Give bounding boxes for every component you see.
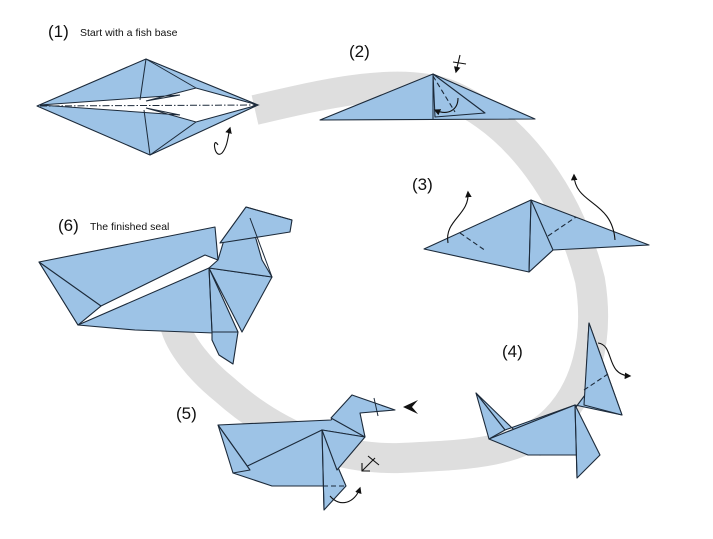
seal-tail: [38, 261, 102, 326]
valley-fold-line: [432, 75, 456, 113]
push-arrow-icon: [403, 400, 418, 414]
step-5-figure: [217, 394, 418, 511]
crease-line: [373, 397, 379, 417]
repeat-marker-icon: [361, 455, 380, 472]
step-3-number: (3): [412, 175, 433, 194]
valley-fold-line: [459, 232, 487, 252]
step5-chest: [321, 429, 366, 471]
crease-line: [574, 404, 578, 479]
step4-flipper: [574, 404, 601, 479]
step-2-number: (2): [349, 42, 370, 61]
valley-fold-line: [547, 216, 577, 237]
crease-line: [249, 217, 273, 278]
inner-flap: [432, 73, 486, 118]
crease-line: [145, 58, 197, 89]
crease-line: [143, 109, 151, 156]
crease-line: [208, 267, 213, 333]
curved-arrow-icon: [213, 126, 232, 155]
crease-line: [245, 206, 293, 221]
curved-arrow-icon: [570, 173, 616, 241]
crease-line: [149, 121, 197, 156]
step-6-caption: The finished seal: [90, 221, 170, 233]
step-4-figure: [475, 322, 632, 479]
step-5-number: (5): [176, 404, 197, 423]
step-1-number: (1): [48, 22, 69, 41]
step4-neck: [583, 322, 623, 416]
repeat-marker-icon: [452, 54, 467, 74]
curved-arrow-icon: [329, 486, 362, 504]
triangle-body: [319, 73, 536, 121]
step-6-number: (6): [58, 216, 79, 235]
step4-tail: [475, 392, 506, 440]
curved-arrow-icon: [597, 342, 632, 380]
step-1-caption: Start with a fish base: [80, 27, 178, 39]
valley-fold-line: [583, 373, 609, 391]
crease-line: [321, 429, 325, 511]
crease-line: [528, 199, 532, 273]
step-4-number: (4): [502, 342, 523, 361]
seal-flipper: [211, 331, 239, 365]
curved-arrow-icon: [447, 190, 472, 244]
mountain-fold-line: [39, 104, 257, 107]
step5-tail: [217, 424, 251, 474]
step-2-figure: [319, 54, 536, 121]
crease-line: [139, 58, 147, 101]
step-3-figure: [423, 173, 650, 273]
curved-arrow-icon: [433, 97, 459, 116]
step-6-figure: [38, 206, 293, 365]
step-1-figure: [36, 58, 260, 156]
seal-head: [219, 206, 293, 244]
